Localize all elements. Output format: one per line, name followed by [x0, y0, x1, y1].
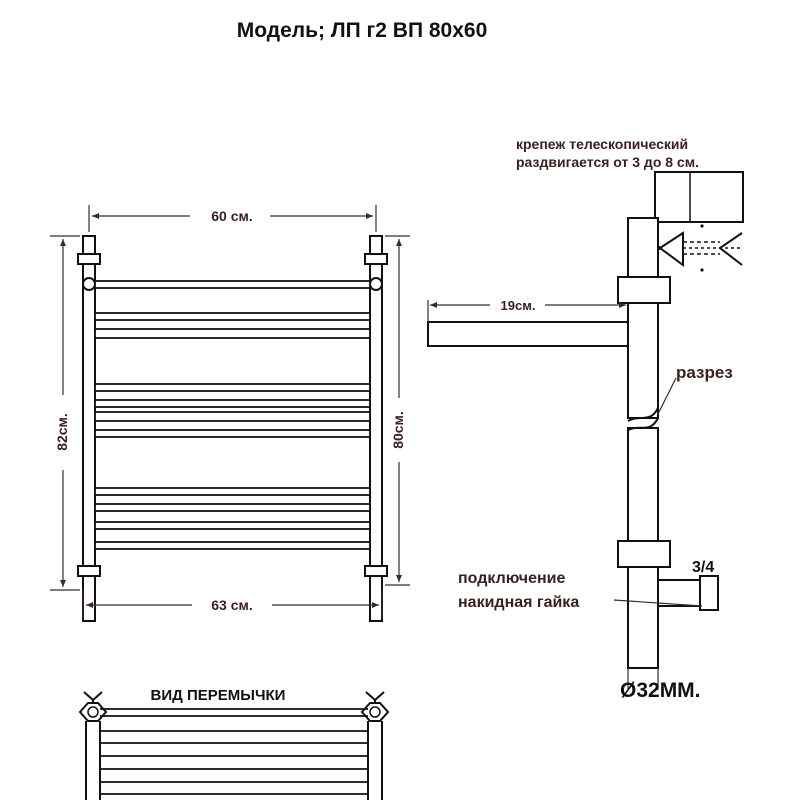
front-rung-10 [94, 521, 371, 530]
cut-leader [657, 377, 677, 415]
front-rung-1 [94, 280, 371, 289]
bridge-view: ВИД ПЕРЕМЫЧКИ [78, 687, 390, 800]
front-rung-2 [94, 312, 371, 321]
bridge-bars [100, 708, 368, 795]
right-post [369, 235, 383, 622]
left-top-bracket [77, 253, 101, 265]
dim-label-bottom: 63 см. [211, 597, 253, 613]
side-bottom-connector [617, 540, 671, 568]
cut-label: разрез [676, 363, 733, 382]
side-view: 19см. крепеж телескопический раздвигаетс… [427, 136, 744, 702]
wall-plate [654, 171, 744, 223]
front-rung-5 [94, 399, 371, 408]
telescopic-mount [658, 231, 684, 267]
front-rung-6 [94, 411, 371, 422]
right-top-bracket [364, 253, 388, 265]
front-rung-11 [94, 541, 371, 550]
side-top-connector [617, 276, 671, 304]
mount-label-line2: раздвигается от 3 до 8 см. [516, 154, 699, 170]
offset-label: 19см. [501, 298, 536, 313]
break-line [627, 407, 659, 422]
right-bottom-bracket [364, 565, 388, 577]
left-bottom-bracket [77, 565, 101, 577]
diameter-label: Ø32ММ. [620, 679, 701, 702]
front-rung-3 [94, 328, 371, 339]
thread-label: 3/4 [692, 559, 714, 576]
side-post-upper [627, 217, 659, 419]
mount-label-line1: крепеж телескопический [516, 136, 688, 152]
right-top-nut [369, 277, 383, 291]
front-rung-8 [94, 487, 371, 496]
dim-label-top: 60 см. [211, 208, 253, 224]
side-rung [427, 321, 629, 347]
connection-label-line1: подключение [458, 570, 565, 587]
dim-label-right: 80см. [390, 411, 406, 449]
front-rung-9 [94, 503, 371, 512]
dim-label-left: 82см. [54, 413, 70, 451]
left-top-nut [82, 277, 96, 291]
front-rung-4 [94, 383, 371, 392]
front-view: 60 см. 63 см. 82см. 80см. [50, 205, 410, 622]
front-rungs [94, 280, 371, 550]
drawing-title: Модель; ЛП г2 ВП 80х60 [237, 19, 488, 42]
union-nut [699, 575, 719, 611]
left-post [82, 235, 96, 622]
bridge-view-label: ВИД ПЕРЕМЫЧКИ [151, 687, 286, 704]
connection-label-line2: накидная гайка [458, 594, 579, 611]
front-rung-7 [94, 429, 371, 438]
